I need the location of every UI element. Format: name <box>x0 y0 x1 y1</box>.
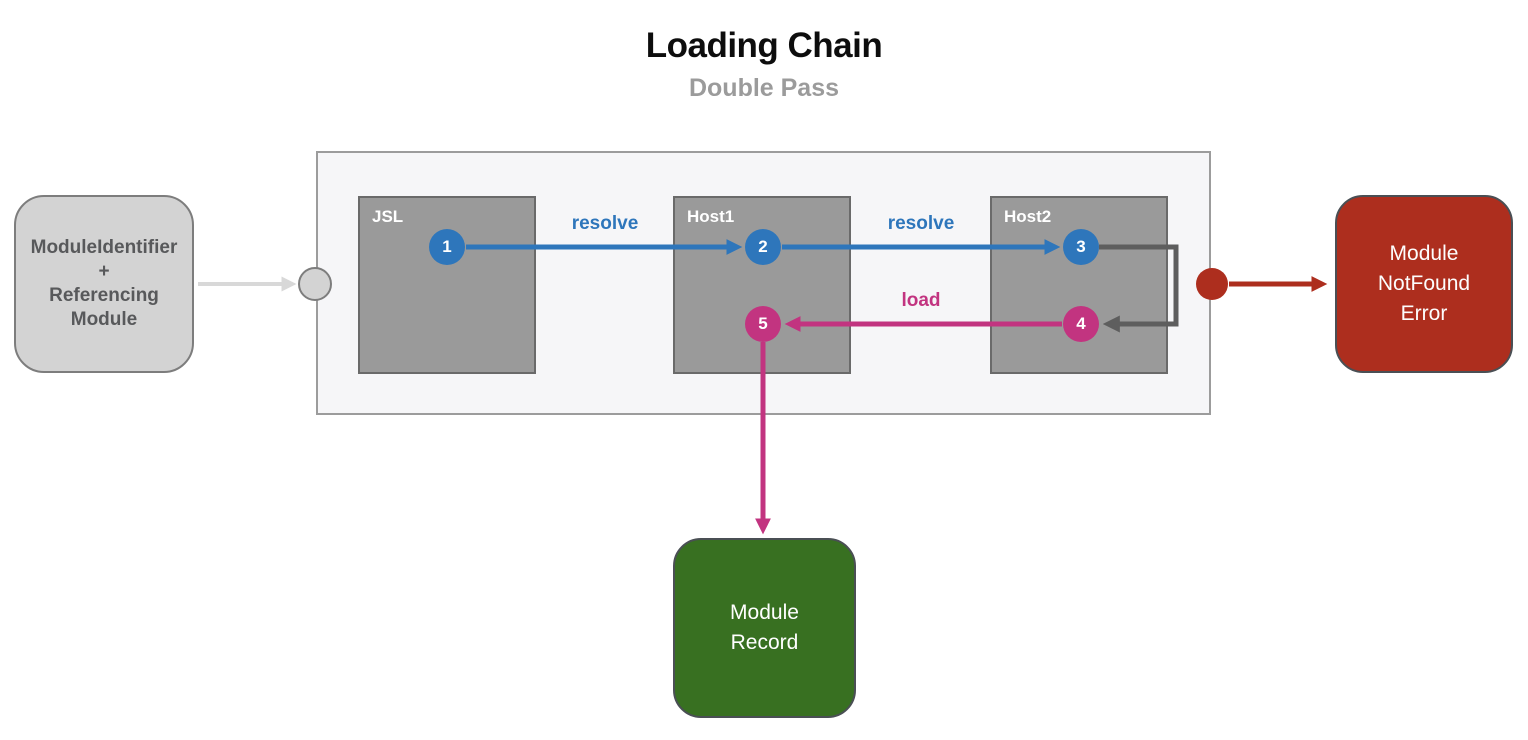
module-record-line: Record <box>730 631 799 654</box>
input-node-line: ModuleIdentifier <box>30 237 178 258</box>
module-record-line: Module <box>730 601 799 624</box>
error-node-line: Error <box>1400 302 1448 325</box>
entry-port-circle <box>298 267 332 301</box>
lane-host2: Host2 <box>990 196 1168 374</box>
module-notfound-error-node: Module NotFound Error <box>1335 195 1513 373</box>
step-circle-3: 3 <box>1063 229 1099 265</box>
error-port-circle <box>1196 268 1228 300</box>
edge-label-load: load <box>901 290 941 311</box>
step-circle-2: 2 <box>745 229 781 265</box>
step-circle-1: 1 <box>429 229 465 265</box>
page-subtitle: Double Pass <box>688 74 840 102</box>
lane-jsl-label: JSL <box>372 207 404 226</box>
step-circle-4: 4 <box>1063 306 1099 342</box>
input-node-line: Module <box>70 309 138 330</box>
error-node-line: Module <box>1389 242 1459 265</box>
lane-host2-label: Host2 <box>1004 207 1052 226</box>
input-node-line: Referencing <box>49 285 159 306</box>
error-node-line: NotFound <box>1377 272 1471 295</box>
plus-sign: + <box>98 261 110 282</box>
edge-label-resolve-1: resolve <box>571 213 639 234</box>
page-title: Loading Chain <box>645 26 883 65</box>
module-record-node: Module Record <box>673 538 856 718</box>
edge-label-resolve-2: resolve <box>887 213 955 234</box>
lane-jsl: JSL <box>358 196 536 374</box>
input-node: ModuleIdentifier + Referencing Module <box>14 195 194 373</box>
lane-host1: Host1 <box>673 196 851 374</box>
lane-host1-label: Host1 <box>687 207 735 226</box>
step-circle-5: 5 <box>745 306 781 342</box>
